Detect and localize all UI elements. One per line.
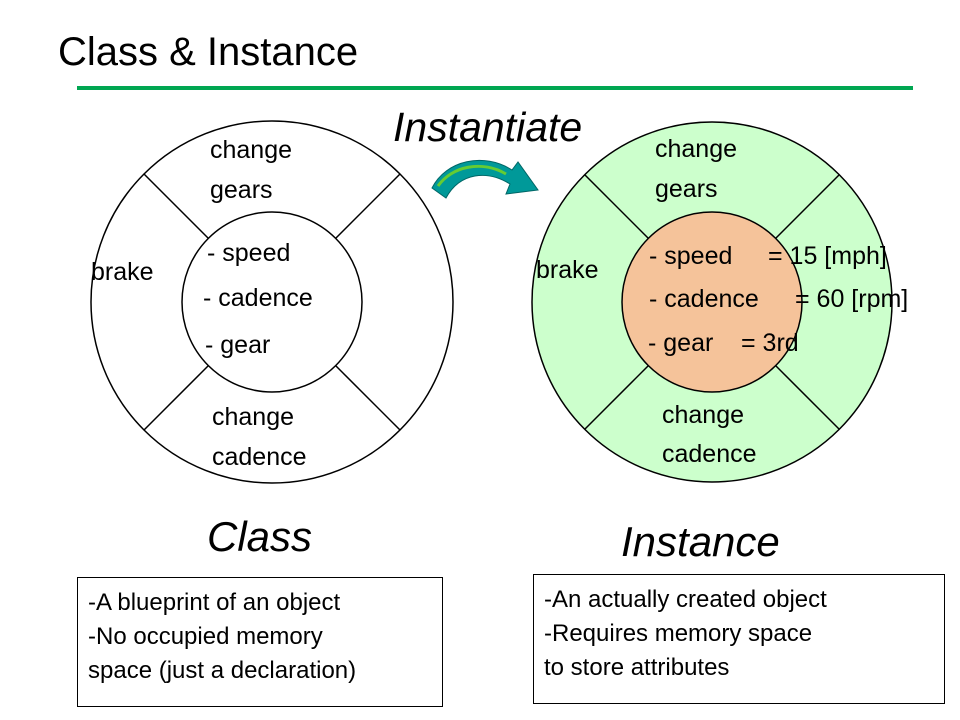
class-description-box: -A blueprint of an object -No occupied m…	[77, 577, 443, 707]
instance-bottom-method-line1: change	[662, 401, 745, 429]
class-bottom-method-line2: cadence	[212, 443, 307, 471]
class-bottom-method-line1: change	[212, 403, 295, 431]
instance-description-line2: -Requires memory space	[544, 620, 813, 647]
class-top-method-line2: gears	[210, 176, 273, 204]
class-divider-lower-right	[335, 365, 401, 431]
class-caption: Class	[207, 513, 313, 560]
class-attribute-speed: - speed	[207, 239, 291, 267]
instance-value-cadence: = 60 [rpm]	[795, 285, 909, 313]
instance-description-line1: -An actually created object	[544, 586, 827, 613]
class-description-line3: space (just a declaration)	[88, 657, 357, 684]
class-divider-upper-right	[335, 173, 401, 239]
class-left-method: brake	[91, 258, 154, 286]
instantiate-arrow	[431, 159, 539, 199]
instance-top-method-line1: change	[655, 135, 738, 163]
instance-left-method: brake	[536, 256, 599, 284]
instance-divider-lower-left	[584, 364, 650, 430]
instantiate-label: Instantiate	[393, 104, 583, 150]
instance-attribute-cadence: - cadence	[649, 285, 759, 313]
instance-bottom-method-line2: cadence	[662, 440, 757, 468]
class-attribute-gear: - gear	[205, 331, 271, 359]
class-divider-lower-left	[143, 365, 209, 431]
instance-attribute-gear: - gear	[648, 329, 714, 357]
instance-description-box: -An actually created object -Requires me…	[533, 574, 945, 704]
class-attribute-cadence: - cadence	[203, 284, 313, 312]
title-underline	[77, 86, 913, 90]
instance-caption: Instance	[621, 518, 780, 565]
instance-attribute-speed: - speed	[649, 242, 733, 270]
instance-description-line3: to store attributes	[544, 654, 730, 681]
instance-divider-upper-left	[584, 174, 650, 240]
class-divider-upper-left	[143, 173, 209, 239]
instance-inner-circle	[621, 211, 803, 393]
class-diagram	[90, 120, 454, 484]
class-description-line1: -A blueprint of an object	[88, 589, 341, 616]
slide-title: Class & Instance	[58, 30, 359, 74]
class-description-line2: -No occupied memory	[88, 623, 323, 650]
instance-diagram	[531, 121, 893, 483]
instance-divider-upper-right	[774, 174, 840, 240]
instantiate-arrow-highlight	[436, 164, 507, 187]
instance-value-gear: = 3rd	[741, 329, 799, 357]
instance-top-method-line2: gears	[655, 175, 718, 203]
instance-divider-lower-right	[774, 364, 840, 430]
class-top-method-line1: change	[210, 136, 293, 164]
instance-value-speed: = 15 [mph]	[768, 242, 887, 270]
class-inner-circle	[181, 211, 363, 393]
